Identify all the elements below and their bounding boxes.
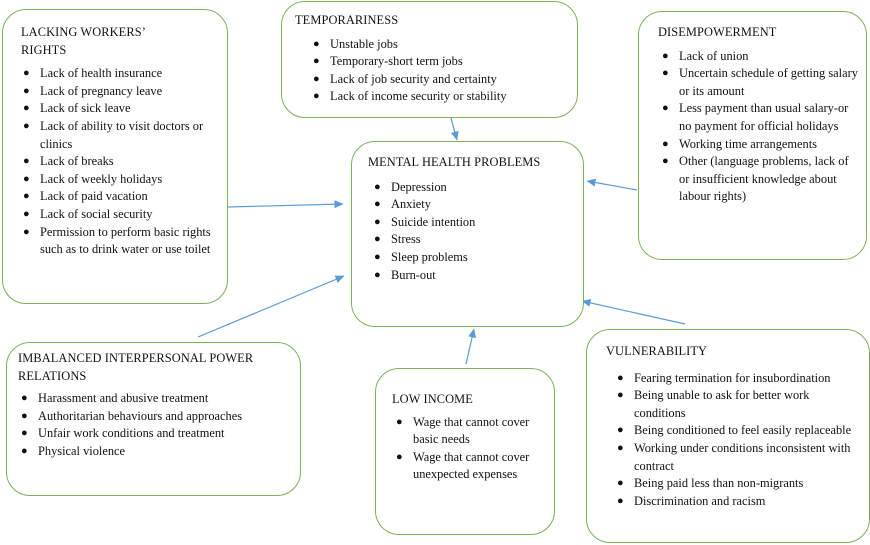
- bullet-icon: ●: [21, 427, 28, 440]
- list-item: ●Wage that cannot cover unexpected expen…: [396, 449, 530, 482]
- arrow-disempowerment-to-mental: [586, 178, 638, 191]
- bullet-icon: ●: [21, 392, 28, 405]
- bullet-list: ●Harassment and abusive treatment ●Autho…: [18, 390, 292, 460]
- list-item: ●Lack of weekly holidays: [23, 171, 219, 189]
- list-item: ●Working time arrangements: [662, 136, 858, 154]
- bullet-icon: ●: [23, 84, 30, 97]
- bullet-list: ●Unstable jobs ●Temporary-short term job…: [295, 36, 569, 106]
- bullet-icon: ●: [23, 119, 30, 132]
- bullet-icon: ●: [23, 67, 30, 80]
- list-item: ●Permission to perform basic rights such…: [23, 224, 211, 257]
- list-item: ●Burn-out: [374, 267, 575, 285]
- bullet-icon: ●: [23, 207, 30, 220]
- bullet-icon: ●: [617, 371, 624, 384]
- list-item: ●Lack of health insurance: [23, 65, 219, 83]
- list-item: ●Being unable to ask for better work con…: [617, 388, 810, 420]
- list-item: ●Physical violence: [21, 443, 292, 461]
- bullet-icon: ●: [374, 215, 381, 228]
- bullet-icon: ●: [313, 55, 320, 68]
- list-item: ●Working under conditions inconsistent w…: [617, 440, 851, 473]
- list-item: ●Wage that cannot cover basic needs: [396, 414, 530, 447]
- list-item: ●Harassment and abusive treatment: [21, 390, 292, 408]
- list-item: ●Unfair work conditions and treatment: [21, 425, 292, 443]
- list-item: ●Temporary-short term jobs: [313, 53, 569, 71]
- arrow-lacking-to-mental: [227, 200, 344, 209]
- bullet-list: ●Depression ●Anxiety ●Suicide intention …: [368, 179, 575, 285]
- lacking-workers-rights-box: LACKING WORKERS’ RIGHTS ●Lack of health …: [2, 9, 228, 304]
- bullet-list: ●Lack of health insurance ●Lack of pregn…: [21, 65, 219, 259]
- bullet-icon: ●: [617, 441, 624, 454]
- bullet-icon: ●: [374, 198, 381, 211]
- bullet-list: ●Fearing termination for insubordination…: [606, 370, 861, 511]
- list-item: ●Uncertain schedule of getting salary or…: [662, 66, 858, 98]
- box-title: DISEMPOWERMENT: [658, 25, 777, 39]
- bullet-icon: ●: [374, 180, 381, 193]
- list-item: ●Lack of income security or stability: [313, 88, 569, 106]
- bullet-icon: ●: [23, 225, 30, 238]
- list-item: ●Lack of sick leave: [23, 100, 219, 118]
- bullet-icon: ●: [662, 155, 669, 168]
- bullet-icon: ●: [313, 37, 320, 50]
- list-item: ●Unstable jobs: [313, 36, 569, 54]
- list-item: ●Anxiety: [374, 196, 575, 214]
- bullet-icon: ●: [313, 72, 320, 85]
- bullet-icon: ●: [374, 233, 381, 246]
- arrow-income-to-mental: [465, 328, 477, 365]
- temporariness-box: TEMPORARINESS ●Unstable jobs ●Temporary-…: [281, 1, 578, 118]
- low-income-box: LOW INCOME ●Wage that cannot cover basic…: [375, 368, 555, 535]
- box-title: TEMPORARINESS: [295, 13, 399, 27]
- list-item: ●Lack of pregnancy leave: [23, 83, 219, 101]
- arrow-temporariness-to-mental: [450, 117, 459, 141]
- bullet-icon: ●: [617, 494, 624, 507]
- list-item: ●Authoritarian behaviours and approaches: [21, 408, 292, 426]
- bullet-icon: ●: [23, 172, 30, 185]
- bullet-icon: ●: [23, 102, 30, 115]
- box-title: IMBALANCED INTERPERSONAL POWER RELATIONS: [18, 351, 254, 383]
- bullet-list: ●Wage that cannot cover basic needs ●Wag…: [392, 414, 546, 484]
- bullet-icon: ●: [374, 250, 381, 263]
- list-item: ●Depression: [374, 179, 575, 197]
- box-title: VULNERABILITY: [606, 344, 708, 358]
- box-title: MENTAL HEALTH PROBLEMS: [368, 155, 541, 169]
- bullet-icon: ●: [21, 409, 28, 422]
- box-title: LACKING WORKERS’ RIGHTS: [21, 25, 146, 57]
- list-item: ●Being conditioned to feel easily replac…: [617, 422, 861, 440]
- list-item: ●Other (language problems, lack of or in…: [662, 154, 849, 204]
- list-item: ●Fearing termination for insubordination: [617, 370, 861, 388]
- list-item: ●Lack of breaks: [23, 153, 219, 171]
- bullet-icon: ●: [662, 137, 669, 150]
- bullet-icon: ●: [23, 190, 30, 203]
- bullet-icon: ●: [662, 49, 669, 62]
- bullet-icon: ●: [662, 67, 669, 80]
- list-item: ●Stress: [374, 231, 575, 249]
- bullet-icon: ●: [374, 268, 381, 281]
- bullet-icon: ●: [23, 155, 30, 168]
- bullet-icon: ●: [21, 444, 28, 457]
- list-item: ●Sleep problems: [374, 249, 575, 267]
- bullet-icon: ●: [313, 90, 320, 103]
- bullet-icon: ●: [617, 477, 624, 490]
- bullet-icon: ●: [396, 415, 403, 428]
- list-item: ●Discrimination and racism: [617, 493, 861, 511]
- bullet-icon: ●: [617, 424, 624, 437]
- bullet-list: ●Lack of union ●Uncertain schedule of ge…: [658, 48, 858, 206]
- bullet-icon: ●: [396, 450, 403, 463]
- arrow-vulnerability-to-mental: [581, 298, 686, 325]
- disempowerment-box: DISEMPOWERMENT ●Lack of union ●Uncertain…: [638, 11, 867, 260]
- list-item: ●Lack of paid vacation: [23, 188, 219, 206]
- imbalanced-power-relations-box: IMBALANCED INTERPERSONAL POWER RELATIONS…: [6, 342, 301, 496]
- list-item: ●Lack of ability to visit doctors or cli…: [23, 118, 204, 151]
- bullet-icon: ●: [662, 102, 669, 115]
- vulnerability-box: VULNERABILITY ●Fearing termination for i…: [586, 329, 870, 543]
- list-item: ●Being paid less than non-migrants: [617, 475, 861, 493]
- list-item: ●Lack of union: [662, 48, 858, 66]
- list-item: ●Lack of job security and certainty: [313, 71, 569, 89]
- box-title: LOW INCOME: [392, 392, 473, 406]
- list-item: ●Suicide intention: [374, 214, 575, 232]
- list-item: ●Lack of social security: [23, 206, 219, 224]
- list-item: ●Less payment than usual salary-or no pa…: [662, 101, 849, 133]
- mental-health-problems-box: MENTAL HEALTH PROBLEMS ●Depression ●Anxi…: [351, 141, 584, 327]
- bullet-icon: ●: [617, 389, 624, 402]
